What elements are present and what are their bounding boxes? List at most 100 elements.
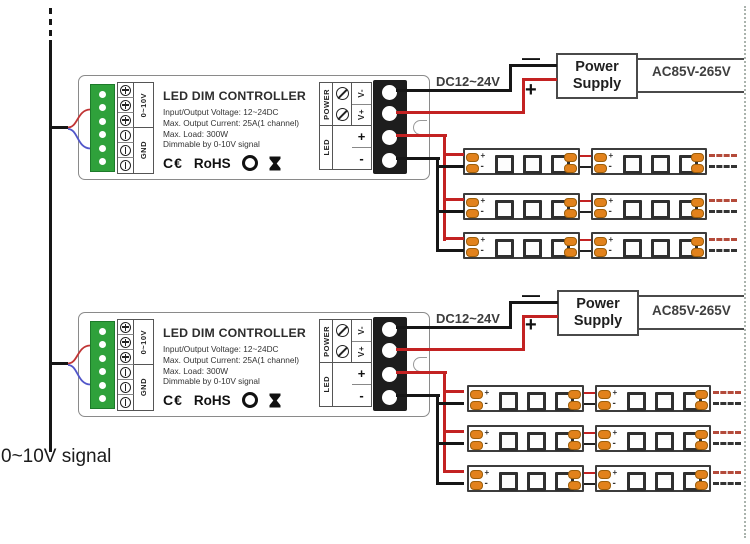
spec-dimming: Dimmable by 0-10V signal — [163, 139, 260, 150]
led-strip: + - — [463, 148, 580, 175]
led-strip: + - — [595, 465, 711, 492]
connector-pin-icon — [99, 341, 106, 349]
continuation-dashes-red — [713, 471, 741, 474]
dim-signal-label: 0~10V — [139, 329, 148, 355]
plus-symbol: + — [525, 314, 537, 336]
continuation-dashes-red — [709, 238, 737, 241]
continuation-dashes-black — [713, 402, 741, 405]
screw-terminal-icon — [120, 129, 131, 141]
wire-segment — [436, 482, 464, 485]
wire-segment — [522, 78, 557, 81]
led-chip-icon — [499, 472, 518, 491]
led-group-label: LED — [321, 139, 331, 156]
wire-segment — [522, 315, 525, 351]
solder-pad-plus — [470, 429, 483, 439]
screw-terminal-icon — [335, 345, 349, 358]
ac-voltage-label: AC85V-265V — [652, 303, 731, 318]
minus-symbol: — — [522, 285, 540, 305]
strip-link-wire-black — [573, 249, 595, 253]
plus-mark: + — [612, 388, 618, 397]
v-plus-label: V+ — [357, 346, 366, 358]
led-dim-controller-2: 0~10V GND LED DIM CONTROLLER Input/Outpu… — [78, 312, 430, 417]
led-strip: + - — [595, 385, 711, 412]
screw-terminal-icon — [120, 336, 131, 348]
solder-pad-minus — [470, 480, 483, 490]
screw-terminal-icon — [335, 324, 349, 337]
solder-pad-plus — [691, 197, 704, 207]
screw-terminal-icon — [120, 144, 131, 156]
strip-link-wire-red — [573, 238, 595, 242]
dim-input-connector — [90, 321, 115, 409]
strip-link-wire-red — [577, 431, 599, 435]
led-strip-row: + - + - — [467, 425, 741, 452]
led-strip: + - — [467, 385, 584, 412]
power-group-label: POWER — [321, 325, 331, 357]
solder-pad-plus — [564, 152, 577, 162]
power-group-label: POWER — [321, 88, 331, 120]
solder-pad-minus — [695, 480, 708, 490]
connector-pin-icon — [99, 144, 106, 152]
plus-mark: + — [612, 468, 618, 477]
wire-segment — [443, 237, 464, 240]
connector-pin-icon — [99, 157, 106, 165]
led-strip: + - — [595, 425, 711, 452]
led-chip-icon — [655, 392, 674, 411]
screw-terminal-icon — [335, 87, 349, 100]
wire-segment — [443, 153, 464, 156]
wire-segment — [443, 134, 446, 241]
strip-link-wire-black — [577, 442, 599, 446]
minus-mark: - — [612, 478, 616, 489]
led-strip: + - — [463, 193, 580, 220]
minus-mark: - — [608, 161, 612, 172]
solder-pad-minus — [470, 400, 483, 410]
wire-segment — [396, 371, 447, 374]
ground-label: GND — [139, 378, 148, 397]
minus-mark: - — [484, 398, 488, 409]
minus-mark: - — [484, 438, 488, 449]
power-supply-2: Power Supply — [557, 290, 639, 336]
input-terminal-strip: 0~10V GND — [117, 319, 154, 411]
plus-mark: + — [612, 428, 618, 437]
ce-mark: C€ — [163, 155, 183, 172]
minus-symbol: — — [522, 48, 540, 68]
wire-segment — [638, 58, 744, 60]
led-chip-icon — [495, 200, 514, 219]
continuation-dashes-black — [709, 165, 737, 168]
ground-label: GND — [139, 141, 148, 160]
power-supply-1: Power Supply — [556, 53, 638, 99]
plus-mark: + — [608, 151, 614, 160]
wire-hole-icon — [382, 153, 397, 168]
led-chip-icon — [527, 392, 546, 411]
wire-segment — [443, 430, 464, 433]
solder-pad-plus — [594, 236, 607, 246]
wire-segment — [396, 89, 512, 92]
led-chip-icon — [627, 392, 646, 411]
led-chip-icon — [523, 155, 542, 174]
wire-segment — [638, 91, 744, 93]
solder-pad-minus — [695, 400, 708, 410]
solder-pad-plus — [594, 152, 607, 162]
solder-pad-minus — [691, 163, 704, 173]
power-supply-label-line1: Power — [575, 59, 619, 75]
solder-pad-minus — [568, 480, 581, 490]
wire-segment — [443, 390, 464, 393]
led-strip: + - — [467, 465, 584, 492]
connector-pin-icon — [99, 91, 106, 98]
wire-hole-icon — [382, 106, 397, 121]
led-minus-label: - — [359, 150, 364, 166]
solder-pad-plus — [564, 236, 577, 246]
ce-mark: C€ — [163, 392, 183, 409]
spec-voltage: Input/Output Voltage: 12~24DC — [163, 344, 279, 354]
connector-pin-icon — [99, 104, 106, 112]
plus-mark: + — [484, 428, 490, 437]
solder-pad-minus — [568, 400, 581, 410]
strip-link-wire-black — [573, 210, 595, 214]
wire-segment — [443, 198, 464, 201]
wire-hole-icon — [382, 367, 397, 382]
plus-mark: + — [484, 388, 490, 397]
wire-segment — [638, 295, 744, 297]
continuation-dashes-black — [709, 249, 737, 252]
wire-segment — [509, 301, 558, 304]
led-plus-label: + — [352, 126, 371, 148]
led-strip-row: + - + - — [463, 148, 737, 175]
